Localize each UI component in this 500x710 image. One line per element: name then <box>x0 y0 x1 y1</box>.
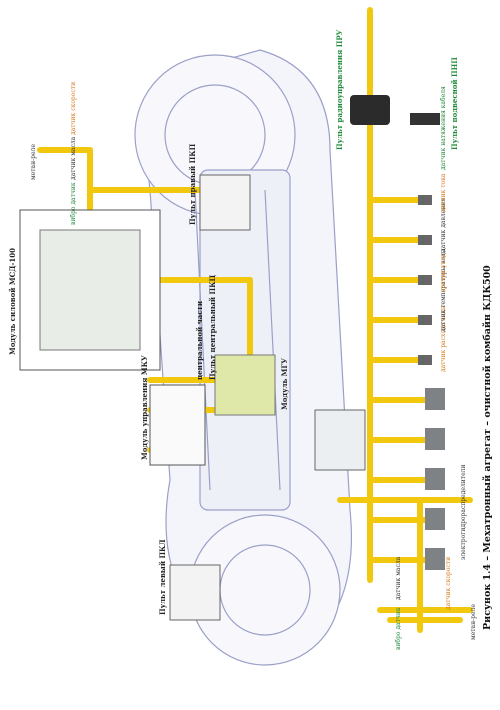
current-sensor-label: датчик тока <box>440 173 447 212</box>
vibration-label-right: вибро датчик <box>70 182 77 225</box>
oil-sensor-label-left: датчик масла <box>395 556 402 600</box>
cable-tension-label: датчик натяжения кабеля <box>440 86 447 170</box>
left-panel-label: Пульт левый ПКЛ <box>158 539 167 615</box>
methane-relay-label-left: метан-реле <box>470 604 477 640</box>
right-panel-label: Пульт правый ПКП <box>188 143 197 225</box>
distributors <box>425 388 445 570</box>
speed-sensor-label-right: датчик скорости <box>70 81 77 135</box>
central-panel-label: Пульт центральный ПКЦ <box>208 274 217 380</box>
mgu-module-box <box>214 354 276 416</box>
methane-relay-label-right: метан-реле <box>30 144 37 180</box>
vibration-label-left: вибро датчик <box>395 607 402 650</box>
portable-panel-label: Пульт подвесной ПНП <box>450 57 459 150</box>
central-part-label: центральной части <box>195 300 204 380</box>
mgu-device-box <box>314 409 366 471</box>
sensors-group <box>418 195 432 365</box>
right-panel-box <box>199 174 251 231</box>
mgu-module-label: Модуль МГУ <box>280 358 289 410</box>
control-module-label: Модуль управления МКУ <box>140 355 149 460</box>
left-panel-box <box>169 564 221 621</box>
radio-panel-label: Пульт радиоуправления ПРУ <box>335 29 344 150</box>
radio-panel-device <box>350 95 390 125</box>
speed-sensor-label-left: датчик скорости <box>445 556 452 610</box>
figure-caption: Рисунок 1.4 – Мехатронный агрегат – очис… <box>482 265 493 630</box>
power-module-label: Модуль силовой МСД-100 <box>8 248 17 355</box>
oil-sensor-label-right: датчик масла <box>70 136 77 180</box>
control-module-box <box>149 384 206 466</box>
portable-panel-device <box>410 113 440 125</box>
distributor-label: электрогидрораспределители <box>460 464 467 560</box>
angle-sensor-label: датчик угла <box>440 253 447 292</box>
